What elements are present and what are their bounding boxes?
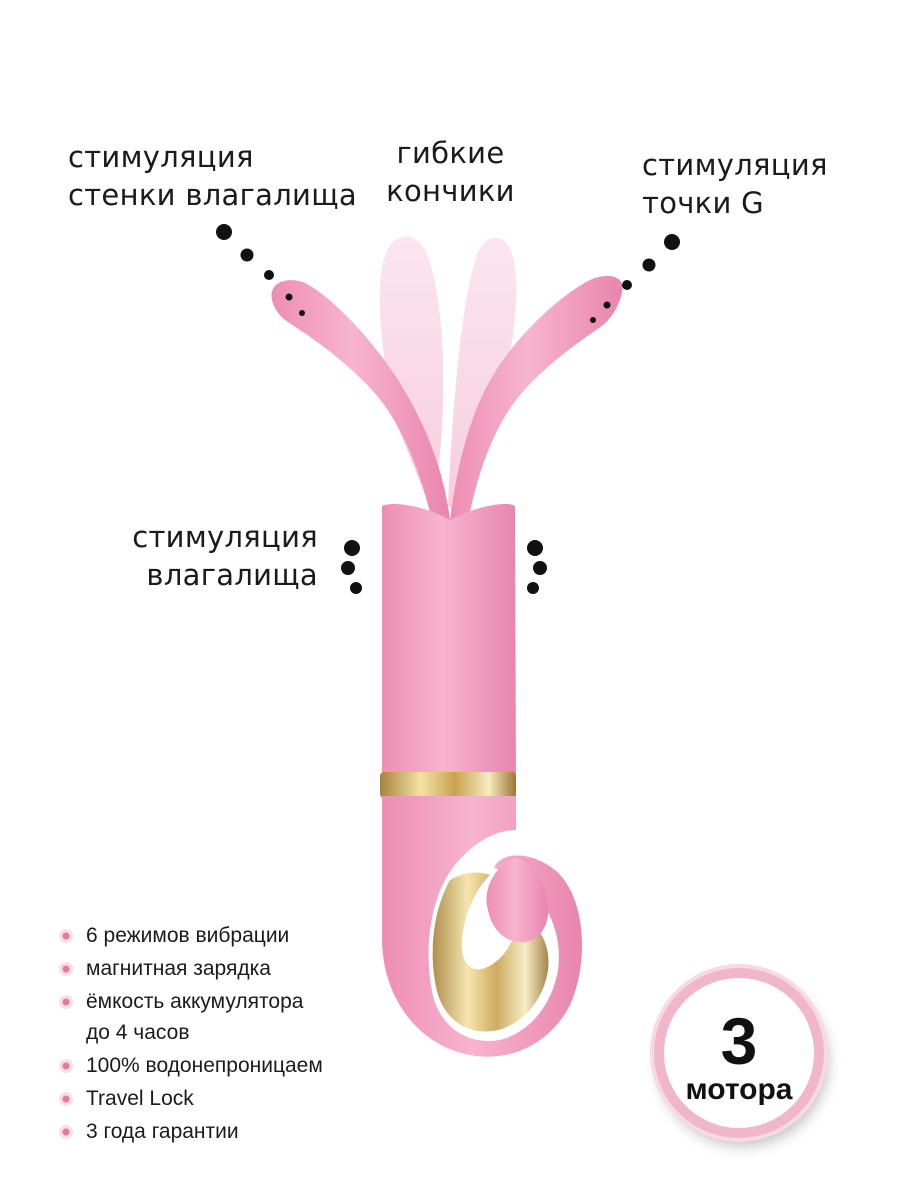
feature-text: 100% водонепроницаем xyxy=(86,1054,323,1077)
bullet-icon xyxy=(59,962,73,976)
list-item: 6 режимов вибрации xyxy=(56,920,323,951)
list-item: 100% водонепроницаем xyxy=(56,1050,323,1081)
right-arm xyxy=(450,276,623,522)
dots-wall xyxy=(216,224,305,316)
callout-flexible-tips: гибкие кончики xyxy=(386,136,515,208)
handle xyxy=(382,796,582,1057)
callout-vaginal-stimulation: стимуляция влагалища xyxy=(132,520,318,592)
dots-g xyxy=(590,234,680,323)
callout-g-spot-stimulation: стимуляция точки G xyxy=(642,148,828,220)
hook-tip xyxy=(486,858,549,943)
gold-ring xyxy=(380,772,516,798)
dots-vagina-right xyxy=(527,540,547,594)
bullet-icon xyxy=(59,929,73,943)
feature-text: 6 режимов вибрации xyxy=(86,924,290,947)
feature-text: магнитная зарядка xyxy=(86,957,271,980)
bullet-icon xyxy=(59,1092,73,1106)
left-arm xyxy=(271,280,450,520)
shaft xyxy=(382,503,516,790)
bullet-icon xyxy=(59,995,73,1009)
feature-text: ёмкость аккумулятора xyxy=(86,990,304,1013)
bullet-icon xyxy=(59,1059,73,1073)
list-item: ёмкость аккумулятора до 4 часов xyxy=(56,986,323,1048)
feature-subtext: до 4 часов xyxy=(86,1021,190,1044)
motors-badge: 3 мотора xyxy=(654,968,824,1138)
feature-text: Travel Lock xyxy=(86,1087,194,1110)
list-item: магнитная зарядка xyxy=(56,953,323,984)
list-item: 3 года гарантии xyxy=(56,1116,323,1147)
dots-vagina-left xyxy=(341,540,362,594)
feature-text: 3 года гарантии xyxy=(86,1120,239,1143)
feature-list: 6 режимов вибрации магнитная зарядка ёмк… xyxy=(56,920,323,1149)
bullet-icon xyxy=(59,1125,73,1139)
badge-number: 3 xyxy=(720,1004,758,1078)
badge-word: мотора xyxy=(685,1073,793,1106)
gold-hook xyxy=(432,872,549,1032)
callout-wall-stimulation: стимуляция стенки влагалища xyxy=(68,140,357,212)
list-item: Travel Lock xyxy=(56,1083,323,1114)
